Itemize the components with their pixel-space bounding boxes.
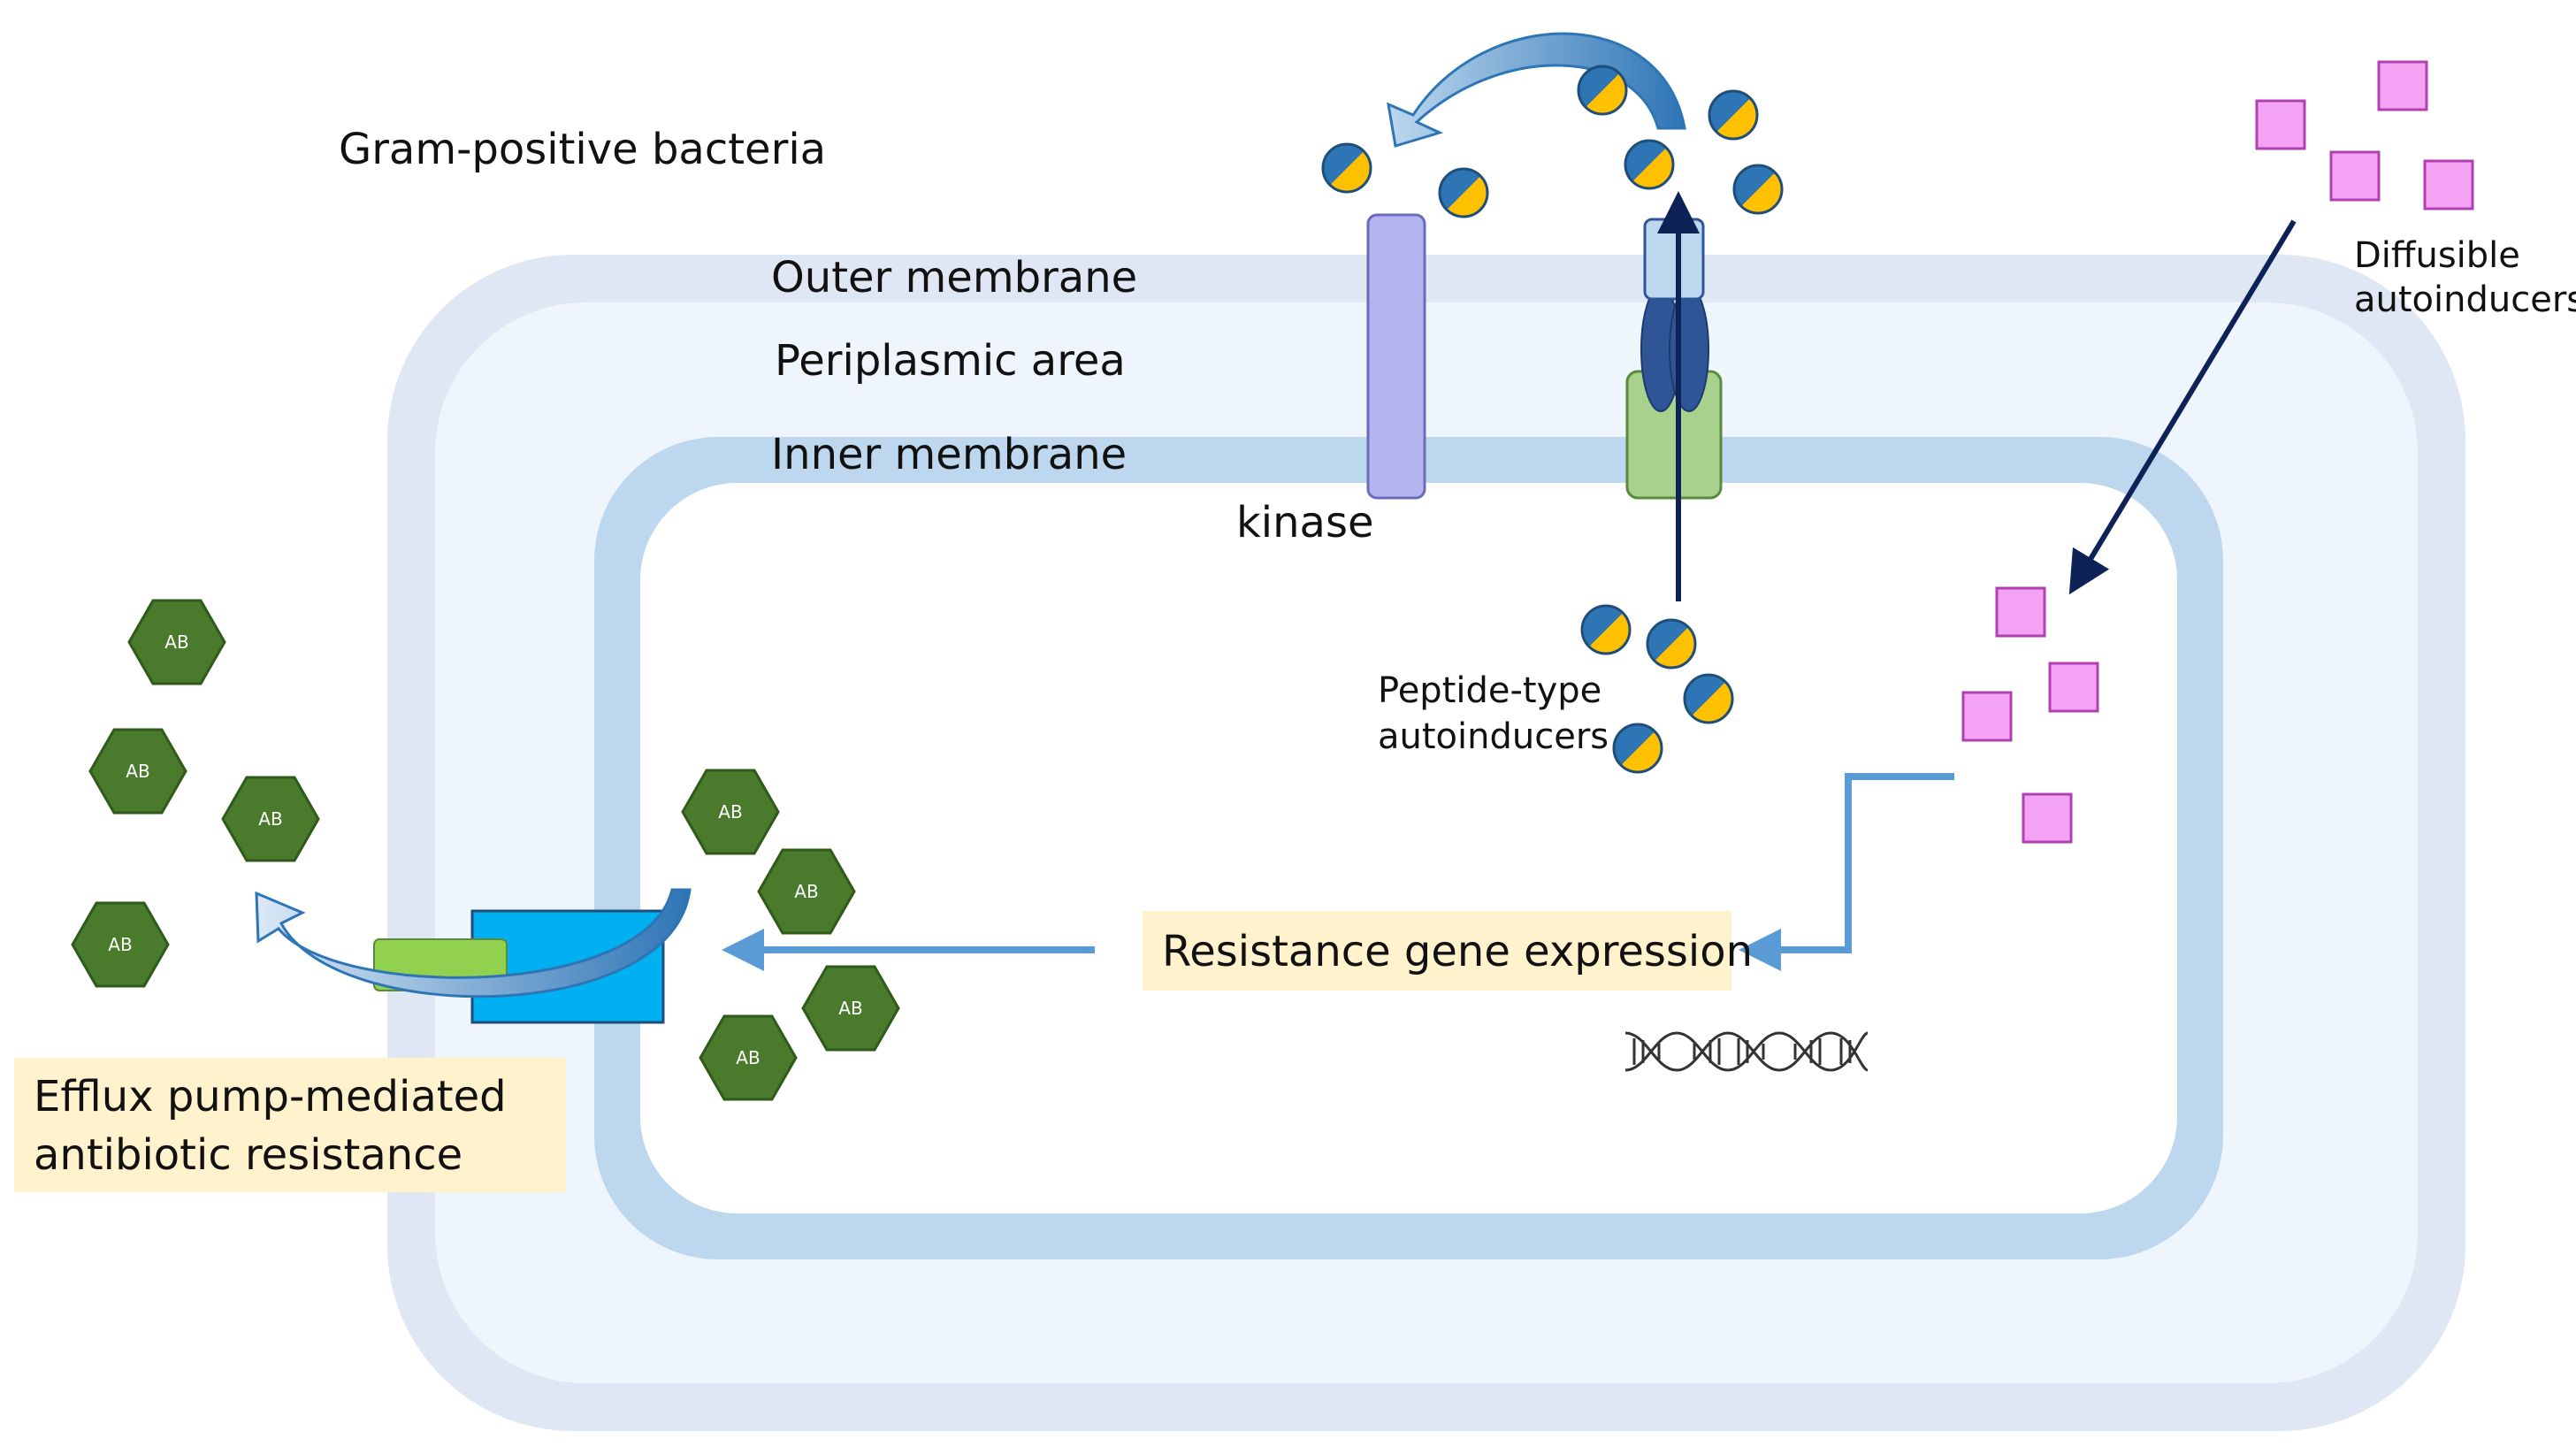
antibiotic-molecule: AB [757,848,856,935]
antibiotic-molecule: AB [221,776,320,862]
peptide-autoinducer [1683,673,1734,724]
antibiotic-molecule: AB [681,769,780,855]
antibiotics: AB AB AB AB AB AB AB AB [71,599,900,1101]
svg-text:AB: AB [794,881,818,902]
kinase-receptor [1366,213,1426,500]
antibiotic-molecule: AB [88,728,187,815]
dna-helix-icon [1624,1031,1869,1072]
periplasmic-area-label: Periplasmic area [775,336,1126,386]
svg-text:AB: AB [126,761,149,782]
peptide-autoinducer [1732,164,1784,215]
diffusible-autoinducer [2329,150,2381,202]
svg-text:AB: AB [258,808,282,830]
peptide-autoinducers-label-2: autoinducers [1378,716,1609,757]
outer-membrane-label: Outer membrane [771,253,1137,302]
diffusible-autoinducer [2377,60,2428,111]
svg-text:AB: AB [718,801,742,823]
efflux-label-box [14,1058,566,1192]
svg-text:AB: AB [838,998,862,1019]
peptide-autoinducers [1321,65,1784,774]
diffusible-autoinducer [2423,159,2474,210]
resistance-gene-box [1143,911,1731,991]
transporter-channel-right [1669,287,1709,412]
signal-path-arrow [1739,773,1954,971]
antibiotic-molecule: AB [699,1014,798,1101]
diffusible-autoinducer [1995,586,2046,638]
cell-envelope [387,255,2465,1431]
diffusible-autoinducers-label-1: Diffusible [2354,235,2520,276]
antibiotic-molecule: AB [71,901,170,988]
peptide-autoinducer [1321,142,1372,194]
peptide-autoinducer [1580,604,1632,655]
peptide-autoinducer [1612,723,1663,774]
efflux-arrow [255,888,692,999]
diagram-title: Gram-positive bacteria [339,125,826,174]
autoinducer-recycle-arrow [1387,32,1686,148]
peptide-autoinducers-label-1: Peptide-type [1378,670,1601,711]
diffusible-autoinducers-label-2: autoinducers [2354,279,2576,320]
efflux-label-2: antibiotic resistance [34,1130,462,1180]
diffusible-autoinducer [1961,691,2013,742]
diffusible-autoinducer [2048,662,2099,713]
transporter-cap [1643,218,1705,301]
peptide-autoinducer [1438,167,1489,218]
diffusible-autoinducer [2022,792,2073,844]
peptide-autoinducer [1646,618,1697,670]
antibiotic-molecule: AB [801,965,900,1052]
svg-text:AB: AB [736,1047,760,1068]
inner-membrane-label: Inner membrane [771,430,1127,479]
diffusible-autoinducer [2255,99,2306,150]
diffusible-autoinducers [1961,60,2474,844]
svg-text:AB: AB [164,631,188,653]
antibiotic-molecule: AB [127,599,226,685]
cytoplasm [640,483,2177,1213]
kinase-label: kinase [1236,498,1374,547]
diffusion-arrow [2068,219,2297,595]
efflux-label-1: Efflux pump-mediated [34,1072,507,1121]
peptide-autoinducer [1624,139,1675,190]
resistance-gene-label: Resistance gene expression [1162,927,1753,976]
peptide-autoinducer [1708,89,1759,141]
peptide-autoinducer [1577,65,1628,116]
svg-text:AB: AB [108,934,132,955]
